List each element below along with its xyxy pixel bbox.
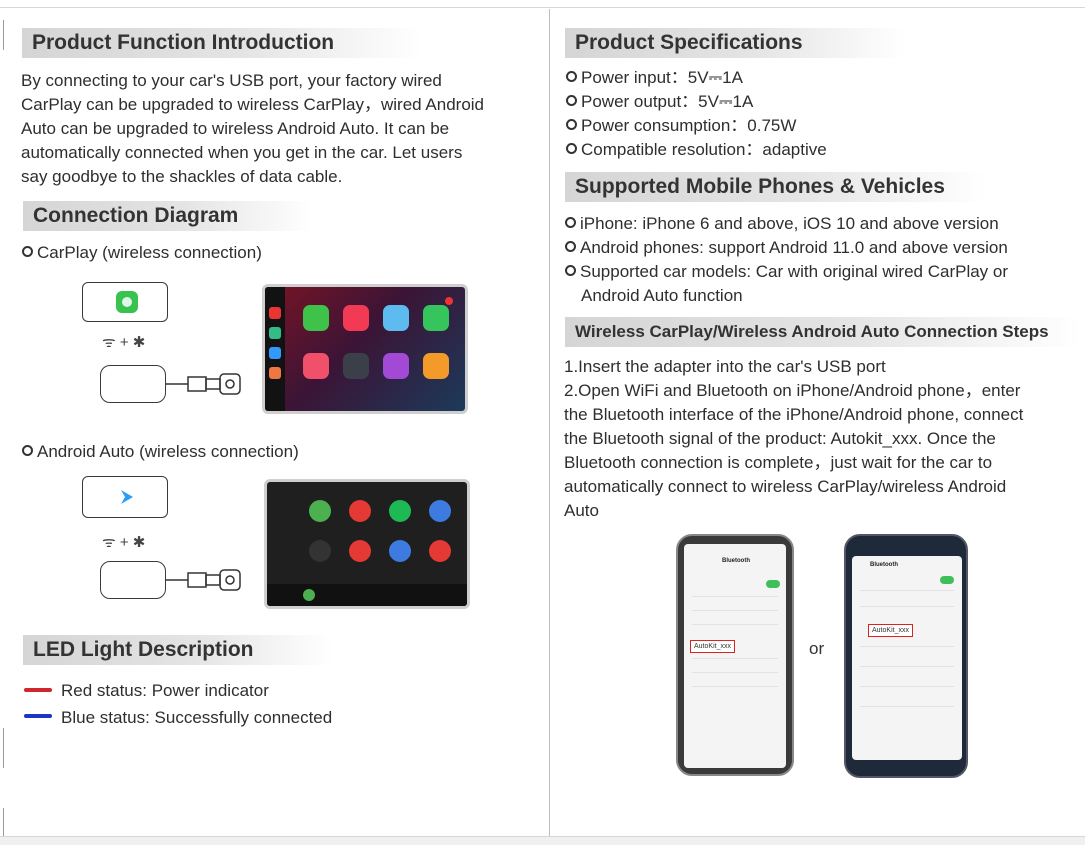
- maps-app-icon: [383, 305, 409, 331]
- android-bt-header: Bluetooth: [870, 562, 898, 568]
- bullet-icon: [22, 445, 33, 456]
- spec-item: Power input：5V⎓1A: [566, 66, 827, 90]
- messages-app-icon: [423, 305, 449, 331]
- usb-cable-icon: [166, 373, 241, 395]
- calendar-icon: [389, 540, 411, 562]
- adapter-device-carplay: [100, 365, 166, 403]
- intro-line: Auto can be upgraded to wireless Android…: [21, 119, 450, 138]
- step-line: 2.Open WiFi and Bluetooth on iPhone/Andr…: [564, 381, 1021, 400]
- intro-paragraph: By connecting to your car's USB port, yo…: [21, 69, 484, 189]
- phone-device-carplay: [82, 282, 168, 322]
- supported-item: Android phones: support Android 11.0 and…: [565, 236, 1008, 260]
- led-heading: LED Light Description: [23, 635, 333, 665]
- android-device-entry: AutoKit_xxx: [868, 624, 913, 637]
- music-app-icon: [343, 305, 369, 331]
- supported-item: iPhone: iPhone 6 and above, iOS 10 and a…: [565, 212, 1008, 236]
- android-auto-bar: [267, 584, 467, 606]
- carplay-label: CarPlay (wireless connection): [37, 243, 262, 262]
- column-divider: [549, 9, 550, 836]
- phone-device-android: [82, 476, 168, 518]
- bullet-icon: [22, 246, 33, 257]
- bullet-icon: [565, 265, 576, 276]
- android-screen: Bluetooth AutoKit_xxx: [852, 556, 962, 760]
- bluetooth-toggle: [940, 576, 954, 584]
- steps-heading: Wireless CarPlay/Wireless Android Auto C…: [565, 317, 1080, 347]
- intro-line: automatically connected when you get in …: [21, 143, 463, 162]
- books-app-icon: [423, 353, 449, 379]
- supported-heading: Supported Mobile Phones & Vehicles: [565, 172, 985, 202]
- adapter-device-android: [100, 561, 166, 599]
- intro-line: say goodbye to the shackles of data cabl…: [21, 167, 343, 186]
- steps-paragraph: 1.Insert the adapter into the car's USB …: [564, 355, 1023, 523]
- led-red-text: Red status: Power indicator: [61, 681, 269, 700]
- or-label: or: [809, 639, 825, 658]
- step-line: 1.Insert the adapter into the car's USB …: [564, 357, 886, 376]
- supported-list: iPhone: iPhone 6 and above, iOS 10 and a…: [565, 212, 1008, 308]
- bullet-icon: [566, 95, 577, 106]
- iphone-device-entry: AutoKit_xxx: [690, 640, 735, 653]
- blue-led-indicator: [24, 714, 52, 718]
- maps-app-icon: [309, 500, 331, 522]
- bottom-divider: [0, 836, 1085, 845]
- car-app-icon: [343, 353, 369, 379]
- top-divider: [0, 7, 1085, 8]
- bullet-icon: [566, 143, 577, 154]
- step-line: the Bluetooth signal of the product: Aut…: [564, 429, 996, 448]
- intro-line: By connecting to your car's USB port, yo…: [21, 71, 442, 90]
- red-led-indicator: [24, 688, 52, 692]
- intro-heading: Product Function Introduction: [22, 28, 422, 58]
- usb-cable-icon: [166, 569, 241, 591]
- wifi-bluetooth-icon: ᯤ + ✱: [102, 334, 146, 351]
- carplay-dock: [265, 287, 285, 411]
- supported-item: Supported car models: Car with original …: [565, 260, 1008, 284]
- android-auto-icon: [121, 490, 133, 504]
- carplay-bullet: CarPlay (wireless connection): [22, 241, 262, 265]
- phone-app-icon: [303, 305, 329, 331]
- podcasts-app-icon: [383, 353, 409, 379]
- bullet-icon: [565, 241, 576, 252]
- iphone-illustration: Bluetooth AutoKit_xxx: [676, 534, 794, 776]
- specs-list: Power input：5V⎓1A Power output：5V⎓1A Pow…: [566, 66, 827, 162]
- spotify-icon: [389, 500, 411, 522]
- iphone-bt-header: Bluetooth: [722, 558, 750, 564]
- bullet-icon: [566, 71, 577, 82]
- left-edge-mark: [3, 20, 4, 50]
- podcast-app-icon: [349, 540, 371, 562]
- carplay-screen: [262, 284, 468, 414]
- bullet-icon: [565, 217, 576, 228]
- spec-item: Power output：5V⎓1A: [566, 90, 827, 114]
- step-line: the Bluetooth interface of the iPhone/An…: [564, 405, 1024, 424]
- spec-item: Compatible resolution：adaptive: [566, 138, 827, 162]
- exit-icon: [309, 540, 331, 562]
- step-line: Auto: [564, 501, 599, 520]
- diagram-heading: Connection Diagram: [23, 201, 313, 231]
- wifi-icon: ᯤ: [102, 534, 116, 551]
- step-line: Bluetooth connection is complete，just wa…: [564, 453, 993, 472]
- podcast-app-icon: [303, 353, 329, 379]
- carplay-app-icon: [116, 291, 138, 313]
- wifi-bluetooth-icon: ᯤ + ✱: [102, 534, 146, 551]
- bluetooth-toggle: [766, 580, 780, 588]
- specs-heading: Product Specifications: [565, 28, 905, 58]
- left-edge-mark: [3, 808, 4, 836]
- android-bullet: Android Auto (wireless connection): [22, 440, 299, 464]
- bullet-icon: [566, 119, 577, 130]
- step-line: automatically connect to wireless CarPla…: [564, 477, 1007, 496]
- wifi-icon: ᯤ: [102, 334, 116, 351]
- iphone-screen: Bluetooth AutoKit_xxx: [684, 544, 786, 768]
- supported-item-continuation: Android Auto function: [581, 286, 743, 305]
- android-label: Android Auto (wireless connection): [37, 442, 299, 461]
- android-phone-illustration: Bluetooth AutoKit_xxx: [844, 534, 968, 778]
- phone-app-icon: [429, 500, 451, 522]
- android-auto-screen: [264, 479, 470, 609]
- youtube-music-icon: [349, 500, 371, 522]
- intro-line: CarPlay can be upgraded to wireless CarP…: [21, 95, 485, 114]
- led-blue-text: Blue status: Successfully connected: [61, 708, 333, 727]
- spec-item: Power consumption：0.75W: [566, 114, 827, 138]
- news-app-icon: [429, 540, 451, 562]
- left-edge-mark: [3, 728, 4, 768]
